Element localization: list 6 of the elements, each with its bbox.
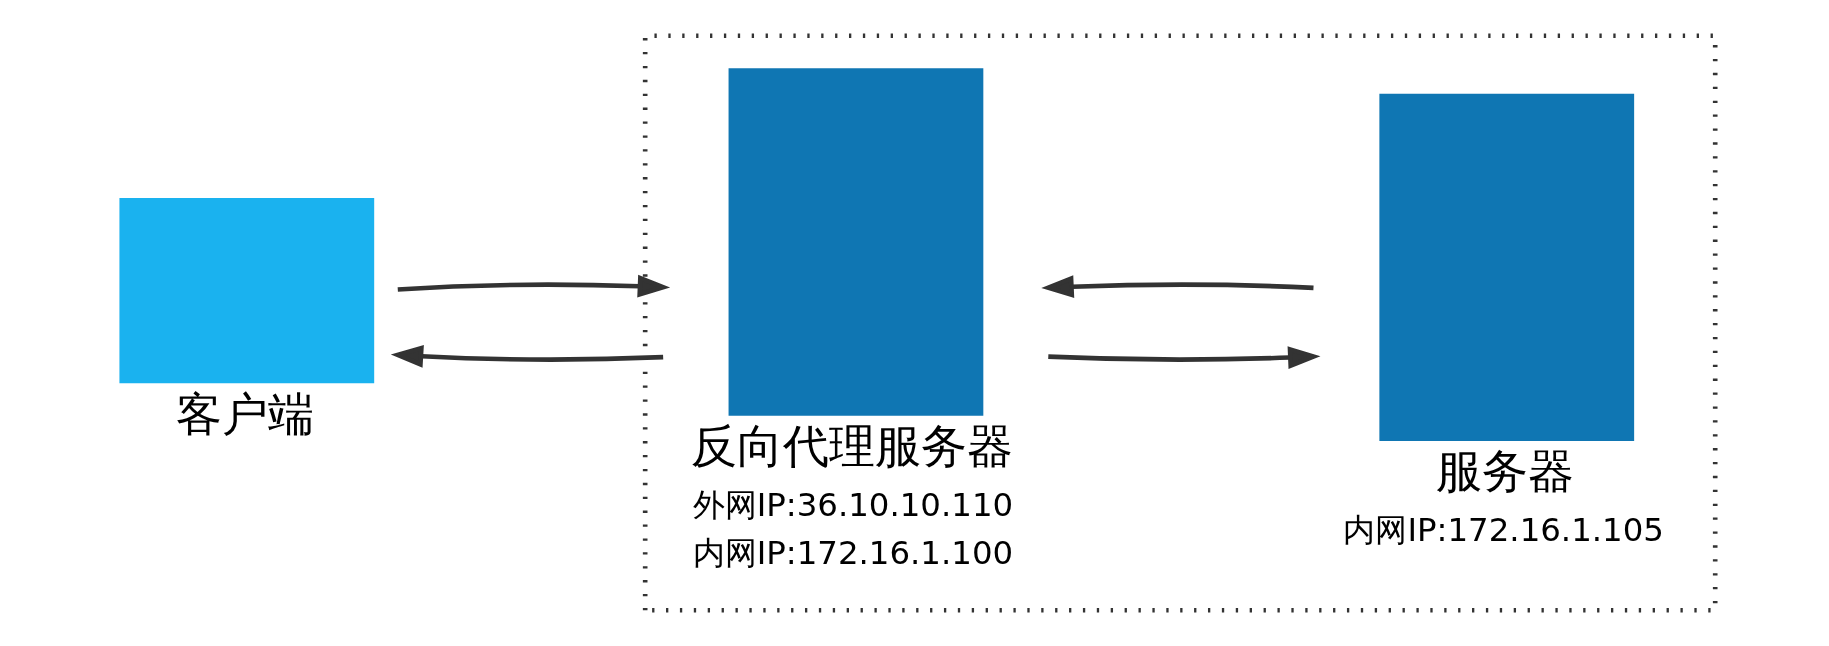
node-label: 内网IP:172.16.1.105 bbox=[1342, 511, 1664, 550]
node-label: 服务器 bbox=[1435, 444, 1574, 499]
node-label: 反向代理服务器 bbox=[691, 418, 1013, 473]
node-label: 客户端 bbox=[175, 386, 314, 441]
node-label: 内网IP:172.16.1.100 bbox=[692, 534, 1013, 573]
node-label: 外网IP:36.10.10.110 bbox=[692, 485, 1013, 524]
